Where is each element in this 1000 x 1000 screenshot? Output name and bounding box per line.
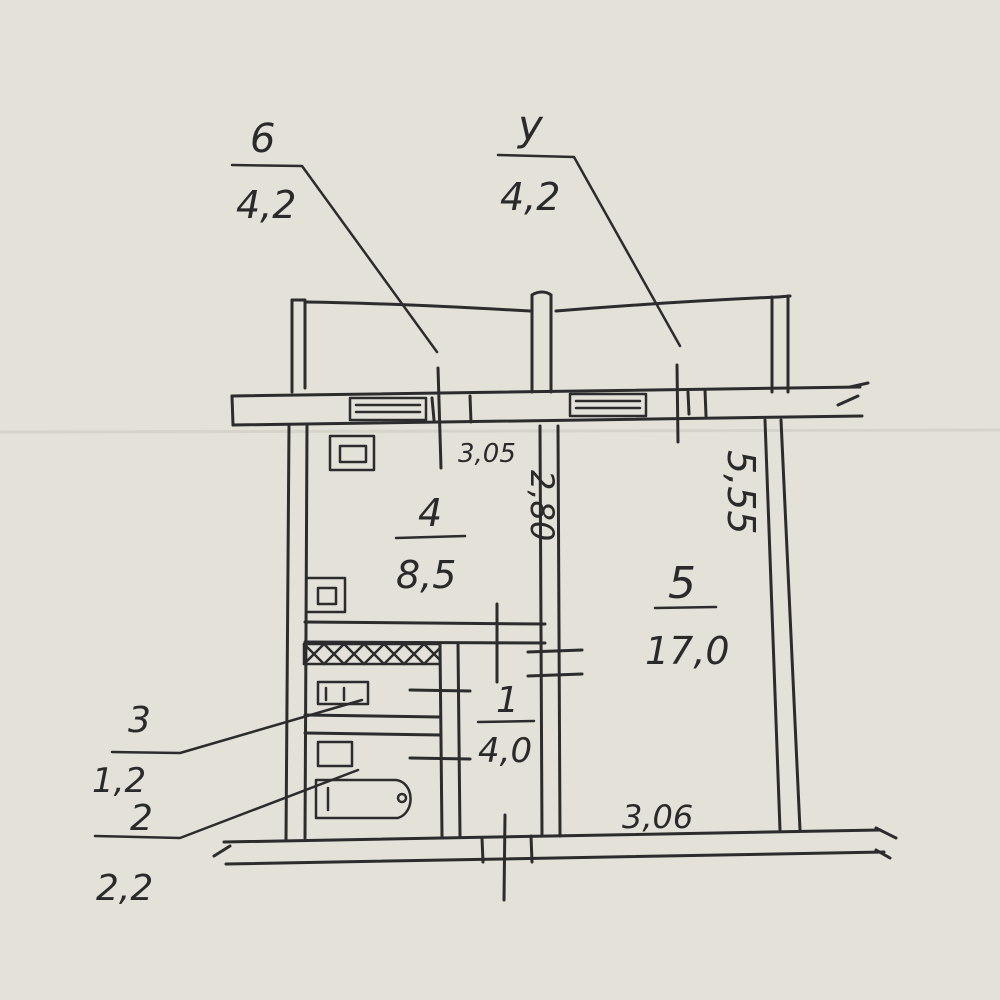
window-kitchen: [348, 396, 428, 422]
room-u-area: 4,2: [500, 175, 560, 219]
room-1-number: 1: [496, 680, 519, 721]
label-room-5: 5 17,0: [645, 558, 730, 673]
dimension-room-depth: 5,55: [719, 450, 763, 535]
bottom-exterior-wall: [212, 813, 898, 902]
kitchen-sink: [306, 576, 347, 614]
dimension-labels: 3,05 2,80 5,55 3,06: [458, 439, 763, 836]
room-4-number: 4: [418, 491, 442, 535]
top-exterior-wall: [230, 381, 870, 427]
toilet-fixture: [316, 680, 370, 706]
kitchen-stove: [328, 434, 376, 472]
room-1-area: 4,0: [478, 731, 532, 771]
room-4-area: 8,5: [396, 553, 456, 597]
paper-fold-line: [0, 428, 1000, 434]
room-2-area: 2,2: [96, 868, 153, 909]
bathroom-washbasin: [316, 740, 354, 768]
bathtub-fixture: [314, 778, 412, 820]
fraction-bars: [394, 534, 718, 724]
window-room: [568, 392, 648, 418]
balcony-outline: [290, 294, 792, 394]
room-u-number: у: [516, 101, 544, 150]
label-room-6: 6 4,2: [236, 116, 296, 227]
label-room-2: 2 2,2: [96, 798, 153, 909]
dimension-kitchen-width: 3,05: [458, 439, 516, 469]
room-6-number: 6: [250, 116, 275, 162]
label-room-1: 1 4,0: [478, 680, 532, 771]
dimension-room-width: 3,06: [622, 798, 693, 836]
room-6-area: 4,2: [236, 183, 296, 227]
leader-lines: [93, 153, 682, 840]
bathroom-side-walls: [408, 643, 472, 838]
label-room-3: 3 1,2: [92, 700, 151, 801]
label-room-4: 4 8,5: [396, 491, 456, 597]
left-exterior-wall: [284, 424, 309, 842]
balcony-middle-post: [530, 290, 553, 394]
room-5-area: 17,0: [645, 629, 730, 673]
room-3-area: 1,2: [92, 761, 146, 801]
room-5-number: 5: [668, 558, 696, 609]
room-2-number: 2: [130, 798, 153, 839]
room-3-number: 3: [128, 700, 151, 741]
toilet-room-partition: [303, 713, 442, 737]
right-exterior-wall: [763, 418, 802, 832]
balcony-door-marks: [430, 363, 691, 470]
bathroom-top-wall: [303, 602, 547, 684]
central-partition-wall: [526, 424, 584, 838]
label-room-u: у 4,2: [500, 101, 560, 219]
dimension-kitchen-depth: 2,80: [523, 470, 561, 541]
